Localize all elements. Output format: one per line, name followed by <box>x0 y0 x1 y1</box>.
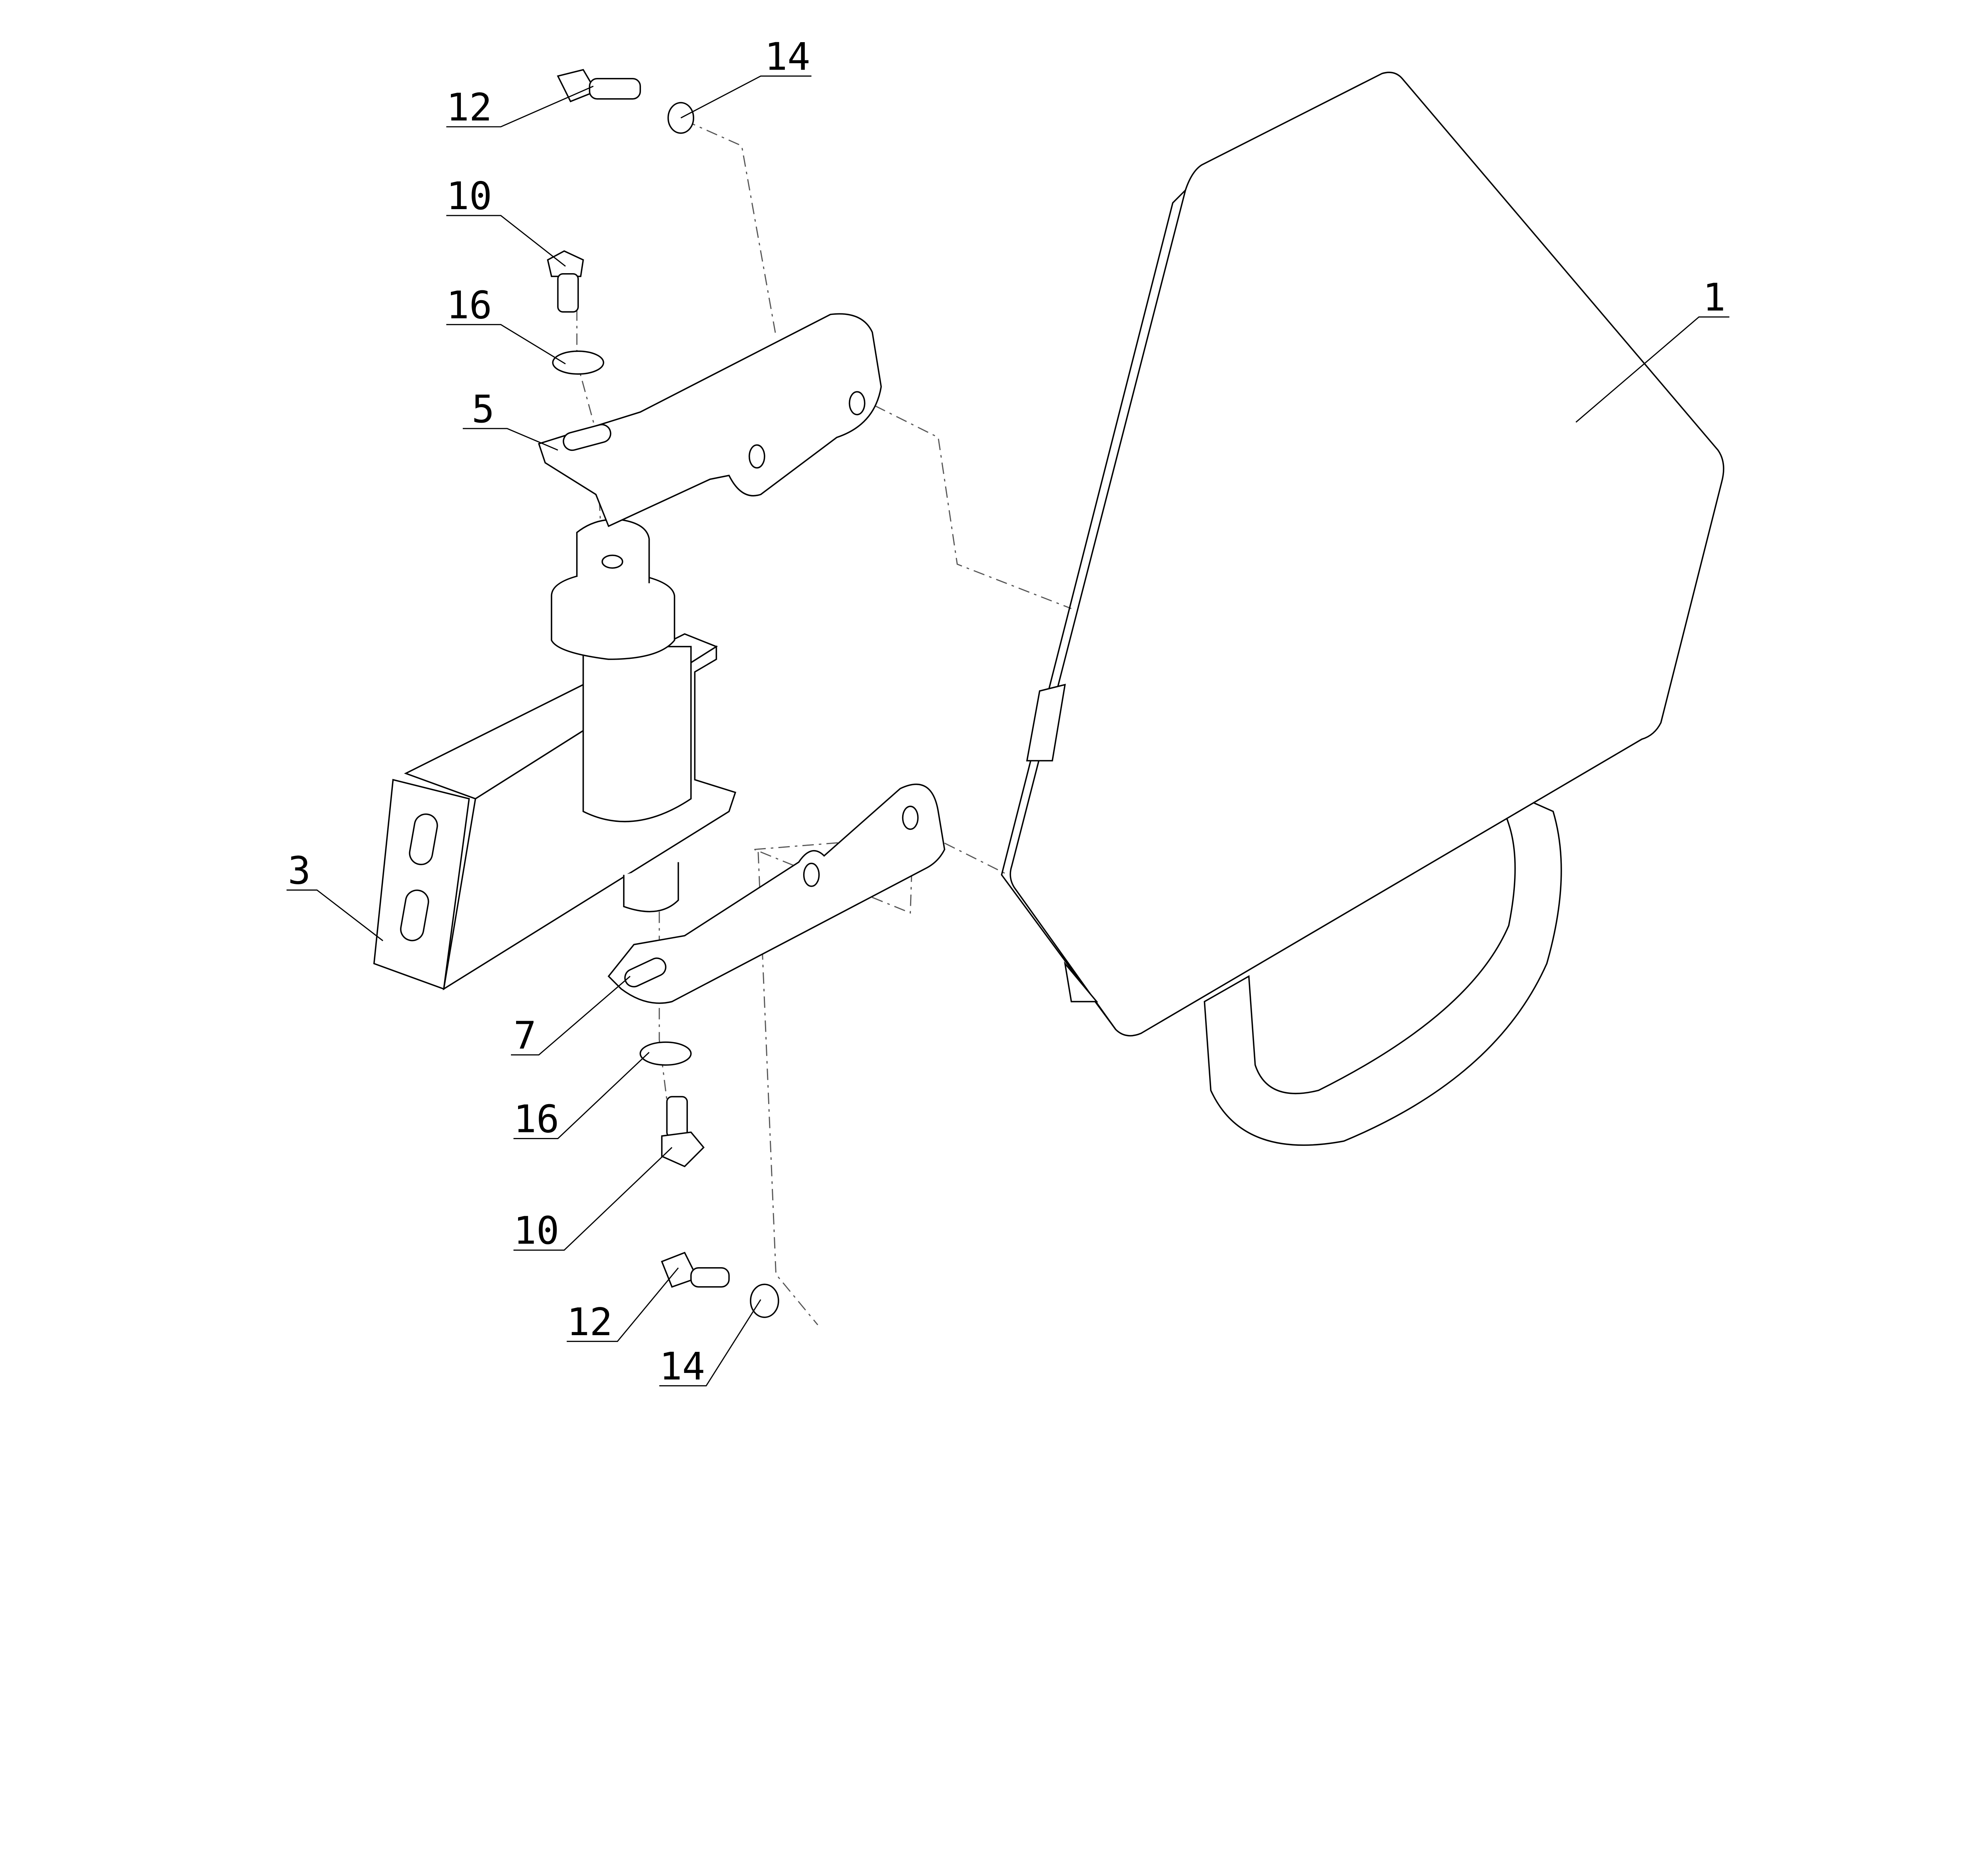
handle-loop <box>1204 784 1562 1146</box>
mount-part-3 <box>373 518 736 990</box>
callout-16-top: 16 <box>446 283 566 365</box>
callout-16-bottom: 16 <box>513 1052 650 1142</box>
callout-10-top: 10 <box>446 174 566 267</box>
callout-label: 12 <box>567 1300 612 1344</box>
callout-12-bottom: 12 <box>567 1267 679 1344</box>
callout-10-bottom: 10 <box>513 1147 673 1253</box>
washer-bottom-14 <box>750 1283 779 1318</box>
bolt-top-12 <box>557 69 641 103</box>
callout-12-top: 12 <box>446 85 594 130</box>
callout-1: 1 <box>1575 275 1730 423</box>
bracket-part-5 <box>538 313 882 527</box>
callout-3: 3 <box>286 848 383 942</box>
plate-part-1 <box>1001 72 1724 1037</box>
callout-label: 3 <box>288 848 311 893</box>
washer-bottom-16 <box>639 1041 692 1066</box>
bracket-part-7 <box>608 783 945 1004</box>
washer-top-16 <box>552 350 604 375</box>
callouts: 12 14 10 16 5 1 3 7 16 10 12 14 <box>286 34 1730 1388</box>
callout-label: 14 <box>659 1344 705 1388</box>
callout-label: 5 <box>472 387 495 431</box>
bolt-top-10 <box>547 250 584 313</box>
callout-label: 16 <box>446 283 492 327</box>
callout-label: 12 <box>446 85 492 130</box>
exploded-assembly-drawing: 12 14 10 16 5 1 3 7 16 10 12 14 <box>286 34 1730 1388</box>
fasteners <box>547 69 779 1318</box>
callout-label: 16 <box>513 1097 559 1142</box>
callout-14-bottom: 14 <box>659 1299 761 1388</box>
callout-label: 7 <box>513 1013 536 1058</box>
callout-label: 10 <box>446 174 492 218</box>
callout-7: 7 <box>511 976 631 1058</box>
callout-5: 5 <box>462 387 558 451</box>
callout-label: 10 <box>513 1208 559 1253</box>
callout-label: 14 <box>765 34 810 79</box>
callout-14-top: 14 <box>680 34 812 118</box>
bolt-bottom-10 <box>661 1096 705 1167</box>
callout-label: 1 <box>1703 275 1726 320</box>
bolt-bottom-12 <box>661 1252 730 1288</box>
